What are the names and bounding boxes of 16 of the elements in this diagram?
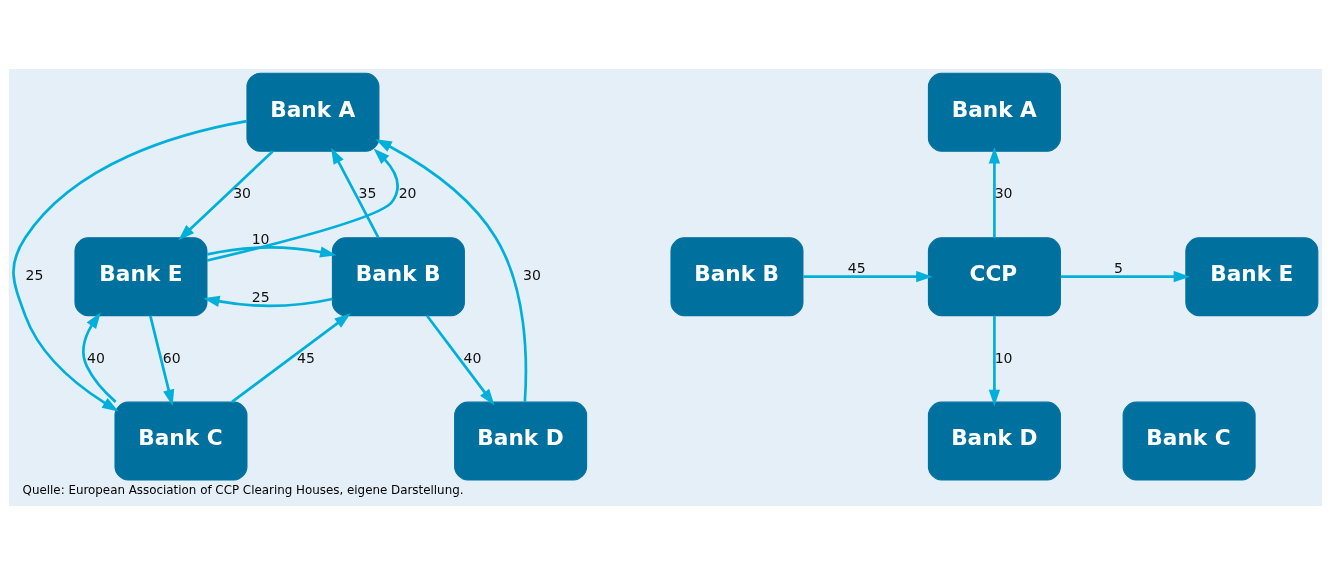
edge-label: 45 — [296, 349, 315, 366]
edge-label: 40 — [463, 349, 482, 366]
edge-label: 30 — [233, 184, 252, 201]
edge-label: 45 — [847, 259, 866, 276]
edge-label: 30 — [994, 184, 1013, 201]
edge-label: 40 — [87, 349, 106, 366]
edge-label: 25 — [25, 266, 44, 283]
edge-label: 20 — [398, 184, 417, 201]
caption: Quelle: European Association of CCP Clearing Houses, eigene Darstellung. — [22, 482, 464, 497]
edge-label: 5 — [1114, 259, 1124, 276]
edge-label: 30 — [523, 266, 541, 283]
edge-label: 10 — [994, 349, 1013, 366]
edge-label: 60 — [162, 349, 181, 366]
edge-label: 35 — [358, 184, 377, 201]
edge-label: 10 — [251, 230, 270, 247]
edge-label: 25 — [251, 288, 270, 305]
